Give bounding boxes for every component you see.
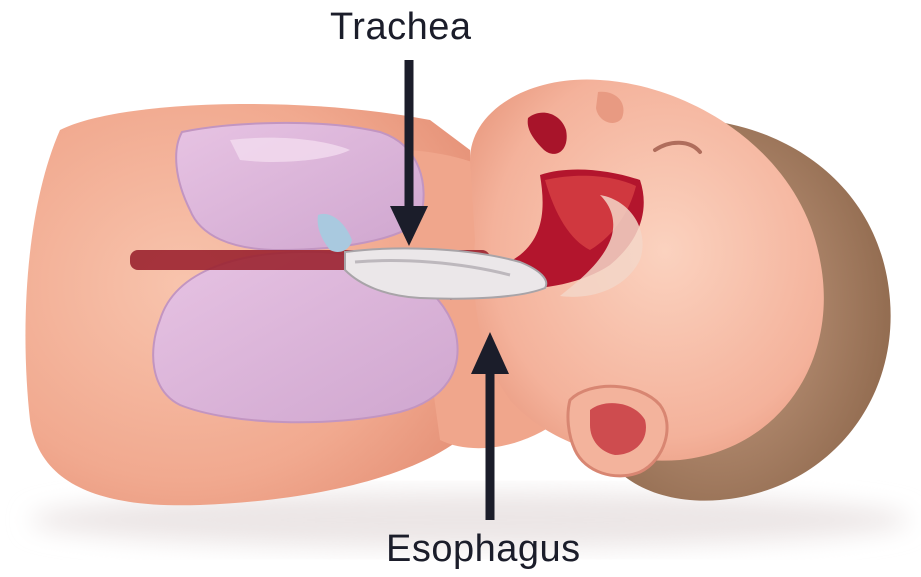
trachea-label: Trachea (330, 6, 472, 49)
esophagus-label: Esophagus (386, 528, 581, 571)
